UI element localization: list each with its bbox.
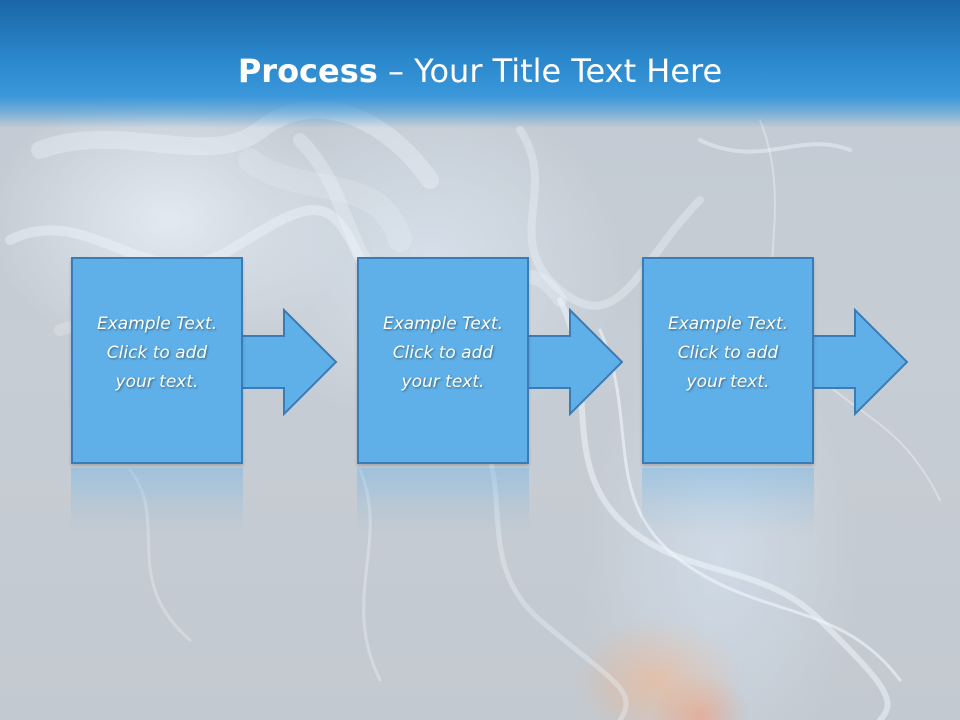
step-label-line: your text. xyxy=(686,372,770,392)
step-label[interactable]: Example Text. Click to add your text. xyxy=(357,310,529,397)
step-box[interactable] xyxy=(642,257,814,464)
step-label-line: Click to add xyxy=(392,343,494,363)
step-reflection xyxy=(642,468,814,538)
step-reflection xyxy=(357,468,529,538)
step-label[interactable]: Example Text. Click to add your text. xyxy=(642,310,814,397)
step-label-line: your text. xyxy=(115,372,199,392)
step-label[interactable]: Example Text. Click to add your text. xyxy=(71,310,243,397)
step-reflection xyxy=(71,468,243,538)
title-bold: Process xyxy=(237,52,378,90)
step-label-line: Click to add xyxy=(677,343,779,363)
title-bar xyxy=(0,0,960,128)
step-label-line: your text. xyxy=(401,372,485,392)
step-label-line: Example Text. xyxy=(382,314,504,334)
step-box[interactable] xyxy=(71,257,243,464)
arrow-right-icon xyxy=(231,307,338,417)
slide-title[interactable]: Process – Your Title Text Here xyxy=(0,52,960,90)
arrow-right-icon xyxy=(802,307,909,417)
step-label-line: Click to add xyxy=(106,343,208,363)
title-rest: – Your Title Text Here xyxy=(377,52,723,90)
step-label-line: Example Text. xyxy=(96,314,218,334)
step-label-line: Example Text. xyxy=(667,314,789,334)
arrow-right-icon xyxy=(517,307,624,417)
step-box[interactable] xyxy=(357,257,529,464)
